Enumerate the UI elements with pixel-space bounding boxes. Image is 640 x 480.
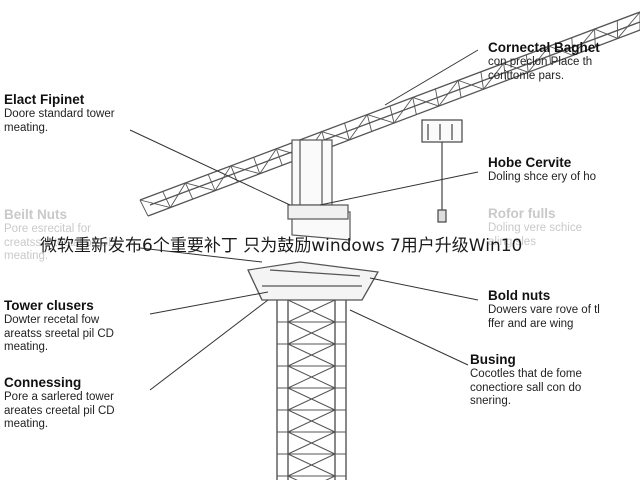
crane-cab (287, 139, 351, 241)
label-rofor-fulls: Rofor fulls Doling vere schice aling sle… (488, 206, 582, 249)
slewing-platform (247, 261, 379, 301)
label-desc-line: meating. (4, 341, 49, 353)
label-hobe-cervite: Hobe Cervite Doling shce ery of ho (488, 155, 596, 185)
label-desc-line: con preclon Place th (488, 56, 593, 68)
label-beilt-nuts: Beilt Nuts Pore esrecital for creatss sr… (4, 207, 116, 264)
label-desc-line: conectiore sall con do (470, 381, 582, 394)
label-desc-line: Dowter recetal fow (4, 314, 100, 326)
label-connessing: Connessing Pore a sarlered tower areates… (4, 375, 115, 432)
label-desc-line: corittome pars. (488, 69, 565, 82)
label-desc-line: Doling shce ery of ho (488, 171, 597, 183)
label-tower-clusers: Tower clusers Dowter recetal fow areatss… (4, 298, 114, 355)
label-desc-line: Pore esrecital for (4, 223, 91, 235)
label-desc-line: meating. (4, 418, 49, 430)
label-desc-line: meating. (4, 250, 49, 262)
overlay-caption: 微软重新发布6个重要补丁 只为鼓励windows 7用户升级Win10 (40, 236, 523, 256)
crane-jib (139, 11, 640, 217)
label-title: Busing (470, 352, 516, 367)
label-title: Connessing (4, 375, 82, 390)
label-desc-line: creatss srteetal pil CD (4, 236, 117, 249)
label-desc-line: Dowers vare rove of tl (488, 304, 600, 316)
label-desc-line: Cocotles that de fome (470, 368, 582, 380)
label-title: Hobe Cervite (488, 155, 572, 170)
label-title: Rofor fulls (488, 206, 556, 221)
label-cornectal-baghet: Cornectal Baghet con preclon Place th co… (488, 40, 600, 83)
label-desc-line: areatss sreetal pil CD (4, 327, 114, 340)
label-desc-line: Pore a sarlered tower (4, 391, 114, 403)
label-desc-line: meating. (4, 121, 49, 134)
label-title: Beilt Nuts (4, 207, 68, 222)
label-bold-nuts: Bold nuts Dowers vare rove of tl ffer an… (488, 288, 600, 331)
label-desc-line: areates creetal pil CD (4, 404, 115, 417)
leader-lines (129, 49, 479, 391)
label-title: Elact Fipinet (4, 92, 85, 107)
label-desc-line: snering. (470, 395, 511, 407)
crane-mast (276, 299, 347, 480)
label-desc-line: Doling vere schice (488, 222, 582, 234)
label-title: Tower clusers (4, 298, 94, 313)
trolley-hook (421, 119, 463, 223)
label-desc-line: ffer and are wing (488, 317, 574, 330)
label-title: Bold nuts (488, 288, 551, 303)
label-desc-line: aling sles (488, 235, 536, 248)
label-desc-line: Doore standard tower (4, 108, 115, 120)
label-elact-fipinet: Elact Fipinet Doore standard tower meati… (4, 92, 115, 135)
label-title: Cornectal Baghet (488, 40, 600, 55)
label-busing: Busing Cocotles that de fome conectiore … (470, 352, 582, 409)
